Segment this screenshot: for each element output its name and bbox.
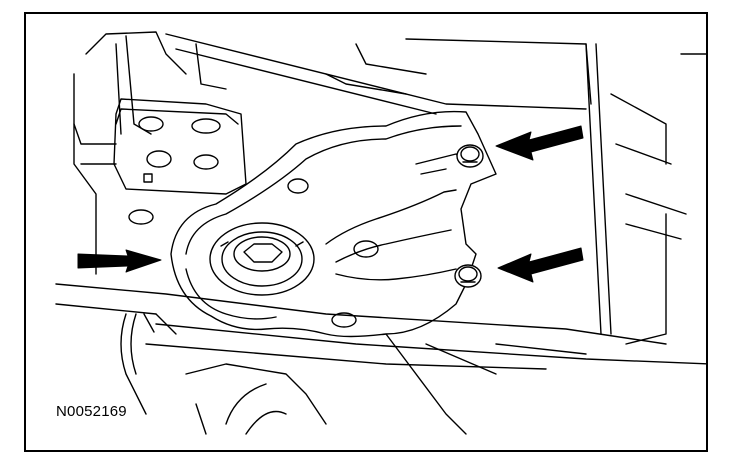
lower-bolt: [454, 264, 482, 288]
lower-control-arm-illustration: [55, 31, 706, 435]
figure-reference-code: N0052169: [56, 403, 127, 420]
mounting-bracket: [73, 98, 247, 225]
figure-frame: N0052169: [24, 12, 708, 452]
ball-joint: [209, 222, 315, 296]
arrow-upper-bolt: [495, 125, 584, 161]
arrow-ball-joint: [77, 249, 162, 273]
vehicle-structure: [55, 31, 706, 435]
upper-bolt: [456, 144, 484, 168]
arrow-lower-bolt: [497, 247, 584, 283]
lower-control-arm: [170, 110, 497, 338]
